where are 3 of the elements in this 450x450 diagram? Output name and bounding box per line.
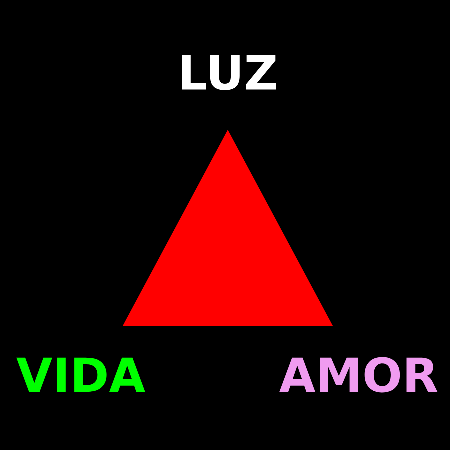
word-label: LUZ (182, 56, 276, 90)
word-label: VIDA (16, 358, 146, 392)
word-label: AMOR (280, 357, 438, 393)
